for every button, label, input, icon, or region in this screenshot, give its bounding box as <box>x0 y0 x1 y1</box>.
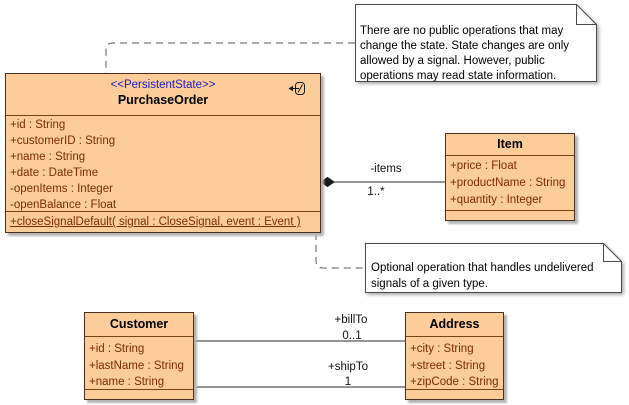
attribute-row: -openItems : Integer <box>10 183 113 195</box>
note-text: There are no public operations that may … <box>360 25 570 82</box>
attribute-row: +price : Float <box>450 160 517 172</box>
customer-attributes: +id : String +lastName : String +name : … <box>85 336 193 389</box>
class-purchase-order[interactable]: <<PersistentState>> PurchaseOrder +id : … <box>5 73 321 233</box>
purchase-order-name: PurchaseOrder <box>117 93 209 107</box>
address-name: Address <box>429 317 480 331</box>
attribute-row: +id : String <box>89 343 145 355</box>
item-operations-empty <box>446 210 574 220</box>
customer-name: Customer <box>109 317 169 331</box>
billto-role-label: +billTo <box>334 314 368 326</box>
item-name: Item <box>497 137 523 151</box>
statechart-icon <box>288 82 305 95</box>
item-attributes: +price : Float +productName : String +qu… <box>446 155 574 210</box>
note-shape <box>355 4 597 82</box>
note-anchor-signal-note[interactable] <box>315 233 365 269</box>
address-attributes: +city : String +street : String +zipCode… <box>406 336 503 389</box>
customer-title-compartment: Customer <box>85 313 193 336</box>
class-item[interactable]: Item +price : Float +productName : Strin… <box>445 133 575 221</box>
attribute-row: +name : String <box>10 151 86 163</box>
note-anchor-state-note[interactable] <box>105 42 355 73</box>
composition-diamond-icon <box>320 176 335 188</box>
attribute-row: +quantity : Integer <box>450 194 543 206</box>
note-state-restrictions[interactable]: There are no public operations that may … <box>355 4 599 84</box>
attribute-row: +city : String <box>410 343 474 355</box>
attribute-row: +productName : String <box>450 177 566 189</box>
shipto-multiplicity-label: 1 <box>344 376 352 388</box>
billto-multiplicity-label: 0..1 <box>342 330 362 342</box>
note-shape <box>365 243 622 293</box>
operation-row: +closeSignalDefault( signal : CloseSigna… <box>10 216 301 228</box>
purchase-order-stereotype: <<PersistentState>> <box>110 79 216 91</box>
shipto-role-label: +shipTo <box>328 361 368 373</box>
items-multiplicity-label: 1..* <box>367 186 385 198</box>
attribute-row: +street : String <box>410 359 486 372</box>
customer-operations-empty <box>85 389 193 399</box>
attribute-row: -openBalance : Float <box>10 199 117 211</box>
item-title-compartment: Item <box>446 134 574 155</box>
attribute-row: +id : String <box>10 119 66 131</box>
purchase-order-attributes: +id : String +customerID : String +name … <box>6 115 320 211</box>
attribute-row: +lastName : String <box>89 359 184 372</box>
items-role-label: -items <box>370 163 402 175</box>
class-address[interactable]: Address +city : String +street : String … <box>405 312 504 400</box>
attribute-row: +name : String <box>89 376 165 388</box>
attribute-row: +customerID : String <box>10 135 116 147</box>
attribute-row: +date : DateTime <box>10 167 99 179</box>
address-title-compartment: Address <box>406 313 503 336</box>
attribute-row: +zipCode : String <box>410 376 499 388</box>
purchase-order-operations: +closeSignalDefault( signal : CloseSigna… <box>6 211 320 232</box>
note-optional-operation[interactable]: Optional operation that handles undelive… <box>365 243 624 295</box>
class-customer[interactable]: Customer +id : String +lastName : String… <box>84 312 194 400</box>
address-operations-empty <box>406 389 503 399</box>
note-text: Optional operation that handles undelive… <box>371 262 594 290</box>
purchase-order-title-compartment: <<PersistentState>> PurchaseOrder <box>6 74 320 115</box>
